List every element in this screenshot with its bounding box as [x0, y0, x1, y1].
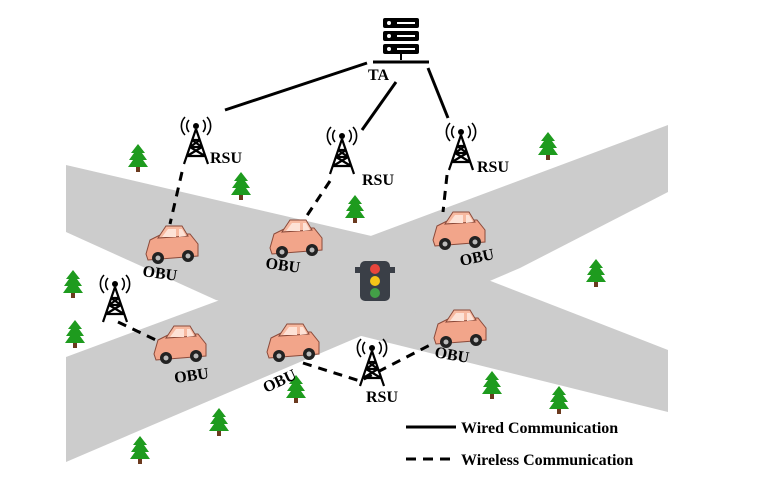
- rsu-label: RSU: [477, 159, 509, 176]
- tree-icon: [345, 195, 365, 223]
- tree-icon: [586, 259, 606, 287]
- rsu-tower-icon: [326, 125, 358, 176]
- wireless-link: [302, 343, 431, 383]
- tree-icon: [209, 408, 229, 436]
- obu-label: OBU: [433, 344, 471, 367]
- rsu-label: RSU: [366, 389, 398, 406]
- tree-icon: [538, 132, 558, 160]
- wireless-link: [441, 174, 449, 213]
- wired-link: [224, 61, 368, 112]
- legend: Wired Communication Wireless Communicati…: [406, 420, 633, 469]
- tree-icon: [231, 172, 251, 200]
- rsu-label: RSU: [362, 172, 394, 189]
- legend-wireless-label: Wireless Communication: [461, 452, 633, 469]
- rsu-label: RSU: [210, 150, 242, 167]
- obu-label: OBU: [141, 263, 178, 285]
- obu-label: OBU: [264, 255, 301, 277]
- rsu-tower-icon: [445, 121, 477, 172]
- tree-icon: [549, 386, 569, 414]
- tree-icon: [130, 436, 150, 464]
- wireless-link: [117, 320, 159, 343]
- server-icon: [373, 18, 429, 64]
- rsu-tower-icon: [356, 337, 388, 388]
- tree-icon: [63, 270, 83, 298]
- obu-label: OBU: [458, 246, 496, 270]
- wireless-link: [298, 180, 332, 227]
- wired-link: [426, 67, 450, 119]
- traffic-light-icon: [355, 261, 395, 301]
- tree-icon: [65, 320, 85, 348]
- legend-wired-label: Wired Communication: [461, 420, 618, 437]
- tree-icon: [128, 144, 148, 172]
- obu-label: OBU: [173, 365, 210, 387]
- wired-link: [360, 81, 398, 131]
- rsu-tower-icon: [99, 273, 131, 324]
- ta-label: TA: [368, 67, 389, 84]
- rsu-tower-icon: [180, 115, 212, 166]
- tree-icon: [482, 371, 502, 399]
- wireless-link: [168, 171, 184, 225]
